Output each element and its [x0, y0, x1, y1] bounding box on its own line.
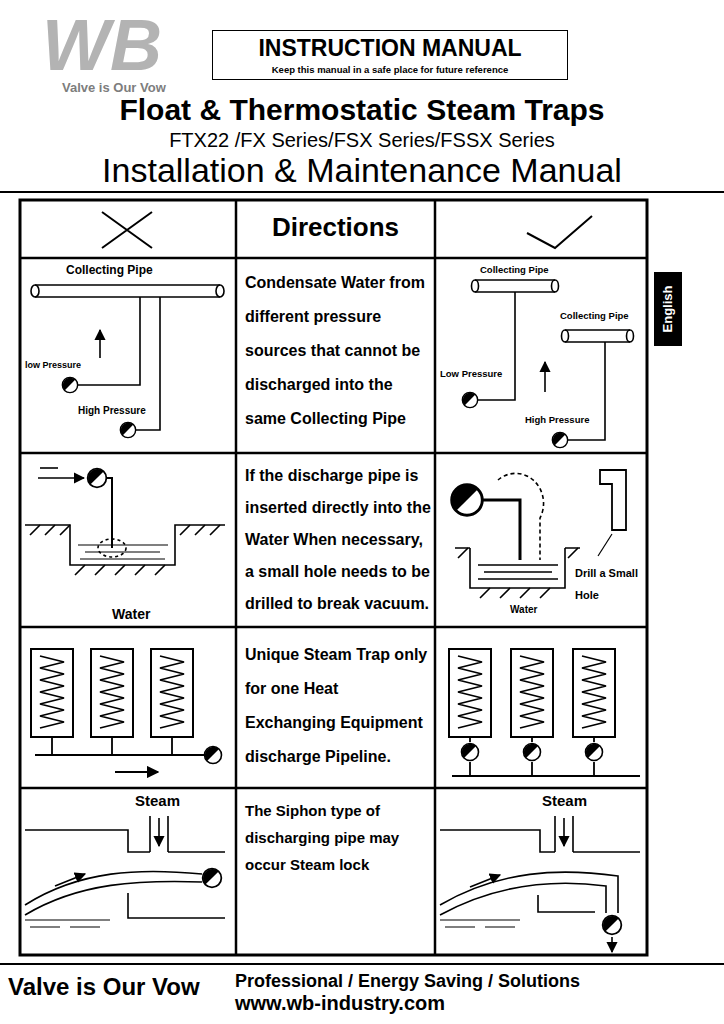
pressure-label: High Pressure	[525, 414, 589, 425]
footer-tagline: Professional / Energy Saving / Solutions	[235, 970, 580, 992]
manual-heading: Installation & Maintenance Manual	[0, 150, 724, 190]
steam-label: Steam	[542, 792, 587, 810]
steam-label: Steam	[135, 792, 180, 810]
series-subtitle: FTX22 /FX Series/FSX Series/FSSX Series	[0, 128, 724, 152]
tab-text: English	[660, 286, 676, 333]
water-label: Water	[510, 604, 537, 616]
direction-text: The Siphon type of discharging pipe may …	[245, 797, 431, 878]
water-label: Water	[112, 606, 150, 623]
logo-mark: WB	[42, 2, 162, 88]
pipe-label: Collecting Pipe	[560, 310, 629, 321]
direction-text: Unique Steam Trap only for one Heat Exch…	[245, 638, 431, 774]
manual-banner-box: INSTRUCTION MANUALKeep this manual in a …	[212, 30, 568, 80]
pipe-label: Collecting Pipe	[66, 263, 153, 277]
pressure-label: Low Pressure	[440, 368, 502, 379]
footer-url: www.wb-industry.com	[235, 991, 445, 1015]
banner-heading: INSTRUCTION MANUAL	[217, 33, 563, 63]
language-tab: English	[654, 272, 682, 346]
banner-note: Keep this manual in a safe place for fut…	[217, 63, 563, 76]
callout-label: Drill a Small Hole	[575, 562, 643, 606]
direction-text: If the discharge pipe is inserted direct…	[245, 460, 431, 620]
column-header: Directions	[236, 212, 435, 243]
logo-slogan: Valve is Our Vow	[62, 80, 166, 96]
pressure-label: low Pressure	[25, 360, 81, 371]
pressure-label: High Pressure	[78, 405, 146, 417]
pipe-label: Collecting Pipe	[480, 264, 549, 275]
page-title: Float & Thermostatic Steam Traps	[0, 92, 724, 128]
direction-text: Condensate Water from different pressure…	[245, 266, 431, 436]
footer-slogan: Valve is Our Vow	[8, 972, 200, 1001]
